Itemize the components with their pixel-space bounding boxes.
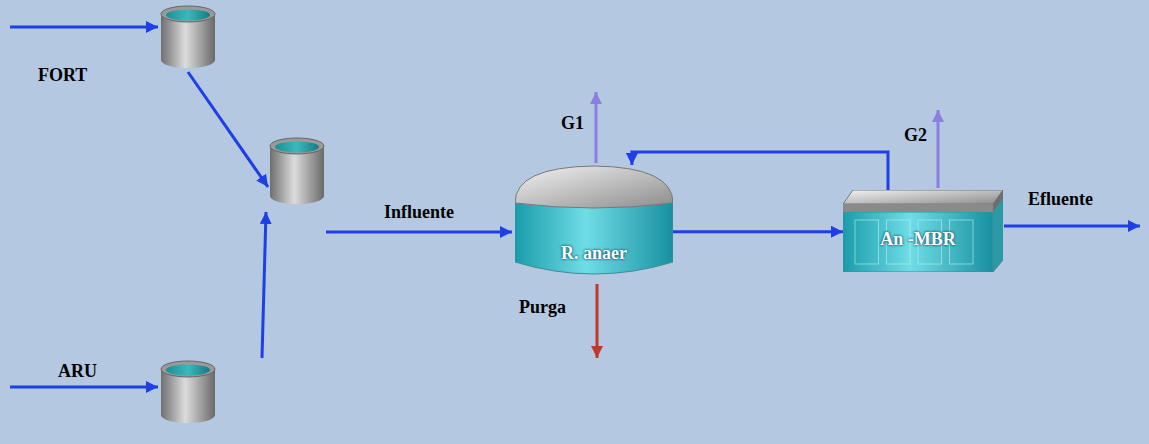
feed-arrow — [262, 212, 266, 358]
lid-top — [843, 190, 1003, 204]
membrane-module — [855, 220, 879, 264]
reactor-dome — [515, 166, 673, 208]
feed-arrow — [10, 26, 158, 29]
stream-label: Influente — [384, 203, 454, 223]
influent-arrow — [326, 231, 512, 234]
feed-arrow — [188, 72, 268, 187]
stream-label: Efluente — [1028, 190, 1093, 210]
anaerobic-reactor: R. anaer — [515, 165, 673, 280]
lid-side — [993, 190, 1003, 212]
stream-label: G1 — [561, 114, 584, 134]
tank-front — [843, 212, 993, 272]
stream-label: Purga — [519, 298, 566, 318]
biogas-arrow — [595, 92, 598, 163]
tank-liquid — [166, 10, 210, 21]
effluent-arrow — [1004, 225, 1140, 228]
biogas-arrow — [937, 110, 940, 188]
purge-arrow — [596, 284, 599, 358]
tank-rim — [161, 361, 215, 377]
feed-arrow — [10, 386, 158, 389]
storage-tank — [161, 6, 215, 68]
unit-label: An -MBR — [880, 230, 956, 250]
membrane-tank: An -MBR — [843, 190, 1003, 272]
stream-label: FORT — [38, 66, 87, 86]
tank-liquid — [275, 142, 319, 153]
mixing-tank — [270, 138, 324, 204]
unit-label: R. anaer — [561, 244, 627, 264]
recycle-arrow — [632, 152, 888, 190]
reactor-body — [515, 201, 673, 274]
stream-label: G2 — [904, 126, 927, 146]
tank-bottom — [161, 407, 215, 423]
tank-rim — [270, 138, 324, 154]
tank-liquid — [166, 365, 210, 376]
lid-front — [843, 204, 993, 212]
tank-bottom — [161, 52, 215, 68]
storage-tank — [161, 361, 215, 423]
stream-label: ARU — [58, 362, 97, 382]
tank-rim — [161, 6, 215, 22]
flow-arrow — [673, 230, 843, 233]
tank-bottom — [270, 188, 324, 204]
